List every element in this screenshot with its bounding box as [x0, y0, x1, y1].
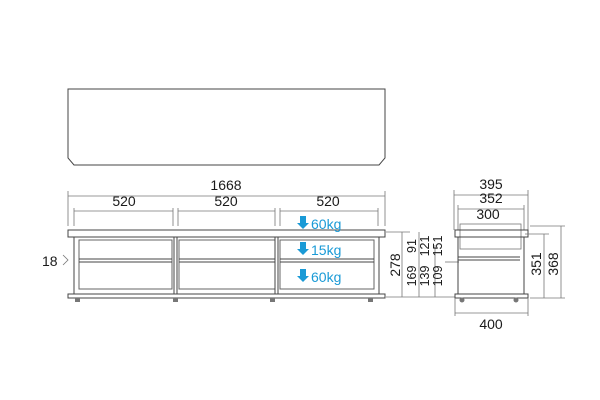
load-label-middle: 15kg — [311, 242, 341, 258]
load-label-upper: 60kg — [311, 216, 341, 232]
shelf-height-121: 121 — [418, 236, 432, 257]
side-shelf-depth-label: 300 — [476, 206, 500, 222]
arrow-down-icon — [297, 216, 309, 229]
side-inner-depth-label: 352 — [479, 190, 503, 206]
side-inner-height-label: 351 — [528, 252, 544, 276]
front-width-label: 1668 — [210, 177, 241, 193]
bay-width-label-3: 520 — [316, 193, 340, 209]
load-labels: 60kg 15kg 60kg — [297, 216, 341, 285]
side-thickness-label: 18 — [42, 253, 58, 269]
side-outer-height-label: 368 — [545, 252, 561, 276]
front-view — [67, 229, 386, 302]
top-view — [67, 88, 386, 166]
shelf-height-169: 169 — [405, 266, 419, 287]
side-bottom-depth-label: 400 — [479, 316, 503, 332]
side-top-depth-label: 395 — [479, 176, 503, 192]
arrow-down-icon — [297, 242, 309, 255]
shelf-height-91: 91 — [405, 239, 419, 253]
side-view: 395 352 300 400 351 368 — [453, 176, 565, 332]
shelf-height-151: 151 — [431, 236, 445, 257]
height-total-label: 278 — [387, 253, 403, 277]
bay-width-dimensions: 520 520 520 — [73, 193, 379, 226]
arrow-down-icon — [297, 269, 309, 282]
side-thickness-dimension: 18 — [42, 253, 69, 269]
front-width-dimension: 1668 — [67, 177, 386, 226]
shelf-height-109: 109 — [431, 266, 445, 287]
load-label-lower: 60kg — [311, 269, 341, 285]
height-dimensions: 278 169 91 139 121 109 151 — [386, 231, 459, 298]
bay-width-label-2: 520 — [214, 193, 238, 209]
shelf-height-139: 139 — [418, 266, 432, 287]
bay-width-label-1: 520 — [112, 193, 136, 209]
